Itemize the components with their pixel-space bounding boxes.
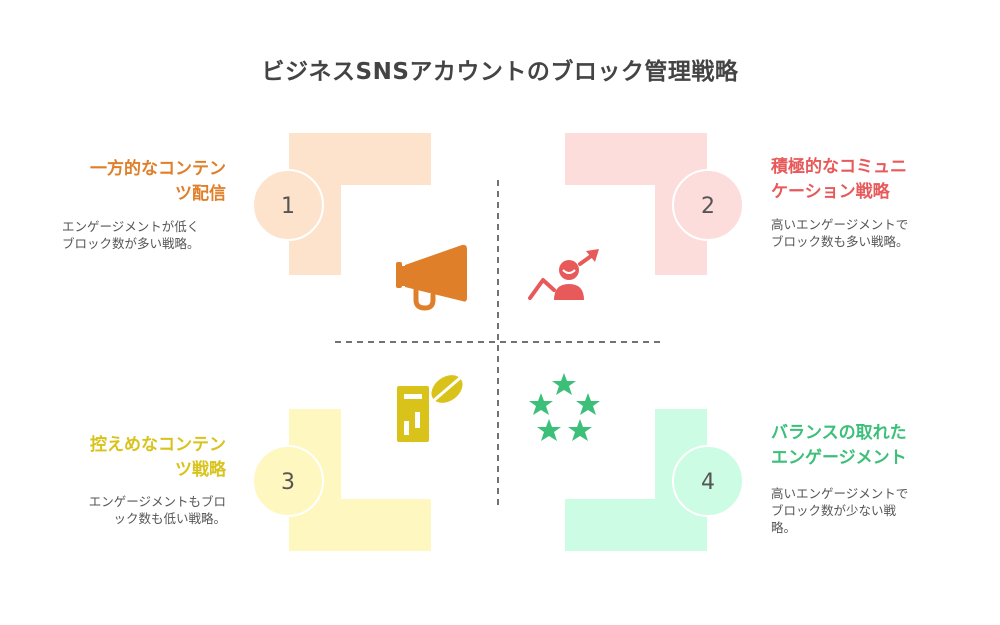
- quadrant-3-desc-line2: ック数も低い戦略。: [113, 511, 226, 526]
- quadrant-1-number: 1: [281, 194, 295, 219]
- document-leaf-icon: [397, 375, 463, 442]
- megaphone-icon: [396, 244, 467, 311]
- stars-icon: [529, 373, 600, 441]
- quadrant-4-title-line1: バランスの取れた: [771, 423, 907, 443]
- quadrant-2-title-line2: ケーション戦略: [771, 182, 890, 202]
- quadrant-2-title-line1: 積極的なコミュニ: [771, 157, 907, 177]
- quadrant-3-desc-line1: エンゲージメントもブロ: [88, 494, 226, 509]
- quadrant-3-number: 3: [281, 470, 295, 495]
- quadrant-2-title: 積極的なコミュニ ケーション戦略: [771, 155, 971, 205]
- person-growth-icon: [528, 249, 599, 300]
- quadrant-1-title-line1: 一方的なコンテン: [90, 159, 226, 179]
- quadrant-4-desc-line2: ブロック数が少ない戦: [771, 503, 897, 518]
- quadrant-3-shape: [289, 409, 431, 551]
- quadrant-1-title-line2: ツ配信: [175, 184, 226, 204]
- quadrant-4-title-line2: エンゲージメント: [771, 448, 907, 468]
- quadrant-4-description: 高いエンゲージメントで ブロック数が少ない戦 略。: [771, 485, 971, 536]
- quadrant-4-desc-line3: 略。: [771, 520, 797, 535]
- quadrant-2-shape: [565, 133, 707, 275]
- quadrant-2-number-circle: 2: [672, 169, 744, 241]
- quadrant-2-desc-line1: 高いエンゲージメントで: [771, 217, 909, 232]
- quadrant-3-title-line1: 控えめなコンテン: [90, 435, 226, 455]
- quadrant-1-desc-line2: ブロック数が多い戦略。: [62, 236, 200, 251]
- quadrant-4-desc-line1: 高いエンゲージメントで: [771, 486, 909, 501]
- quadrant-3-description: エンゲージメントもブロ ック数も低い戦略。: [40, 493, 226, 527]
- quadrant-4-number-circle: 4: [672, 445, 744, 517]
- quadrant-2-number: 2: [701, 194, 715, 219]
- quadrant-3-title-line2: ツ戦略: [175, 460, 226, 480]
- quadrant-1-title: 一方的なコンテン ツ配信: [30, 157, 226, 207]
- quadrant-4-shape: [565, 409, 707, 551]
- quadrant-1-description: エンゲージメントが低く ブロック数が多い戦略。: [62, 218, 232, 252]
- quadrant-1-desc-line1: エンゲージメントが低く: [62, 219, 200, 234]
- page-title: ビジネスSNSアカウントのブロック管理戦略: [261, 59, 739, 85]
- quadrant-1-shape: [289, 133, 431, 275]
- quadrant-2-description: 高いエンゲージメントで ブロック数も多い戦略。: [771, 216, 971, 250]
- quadrant-2-desc-line2: ブロック数も多い戦略。: [771, 234, 909, 249]
- quadrant-4-title: バランスの取れた エンゲージメント: [771, 421, 971, 471]
- quadrant-3-title: 控えめなコンテン ツ戦略: [30, 433, 226, 483]
- quadrant-3-number-circle: 3: [252, 445, 324, 517]
- quadrant-1-number-circle: 1: [252, 169, 324, 241]
- quadrant-4-number: 4: [701, 470, 715, 495]
